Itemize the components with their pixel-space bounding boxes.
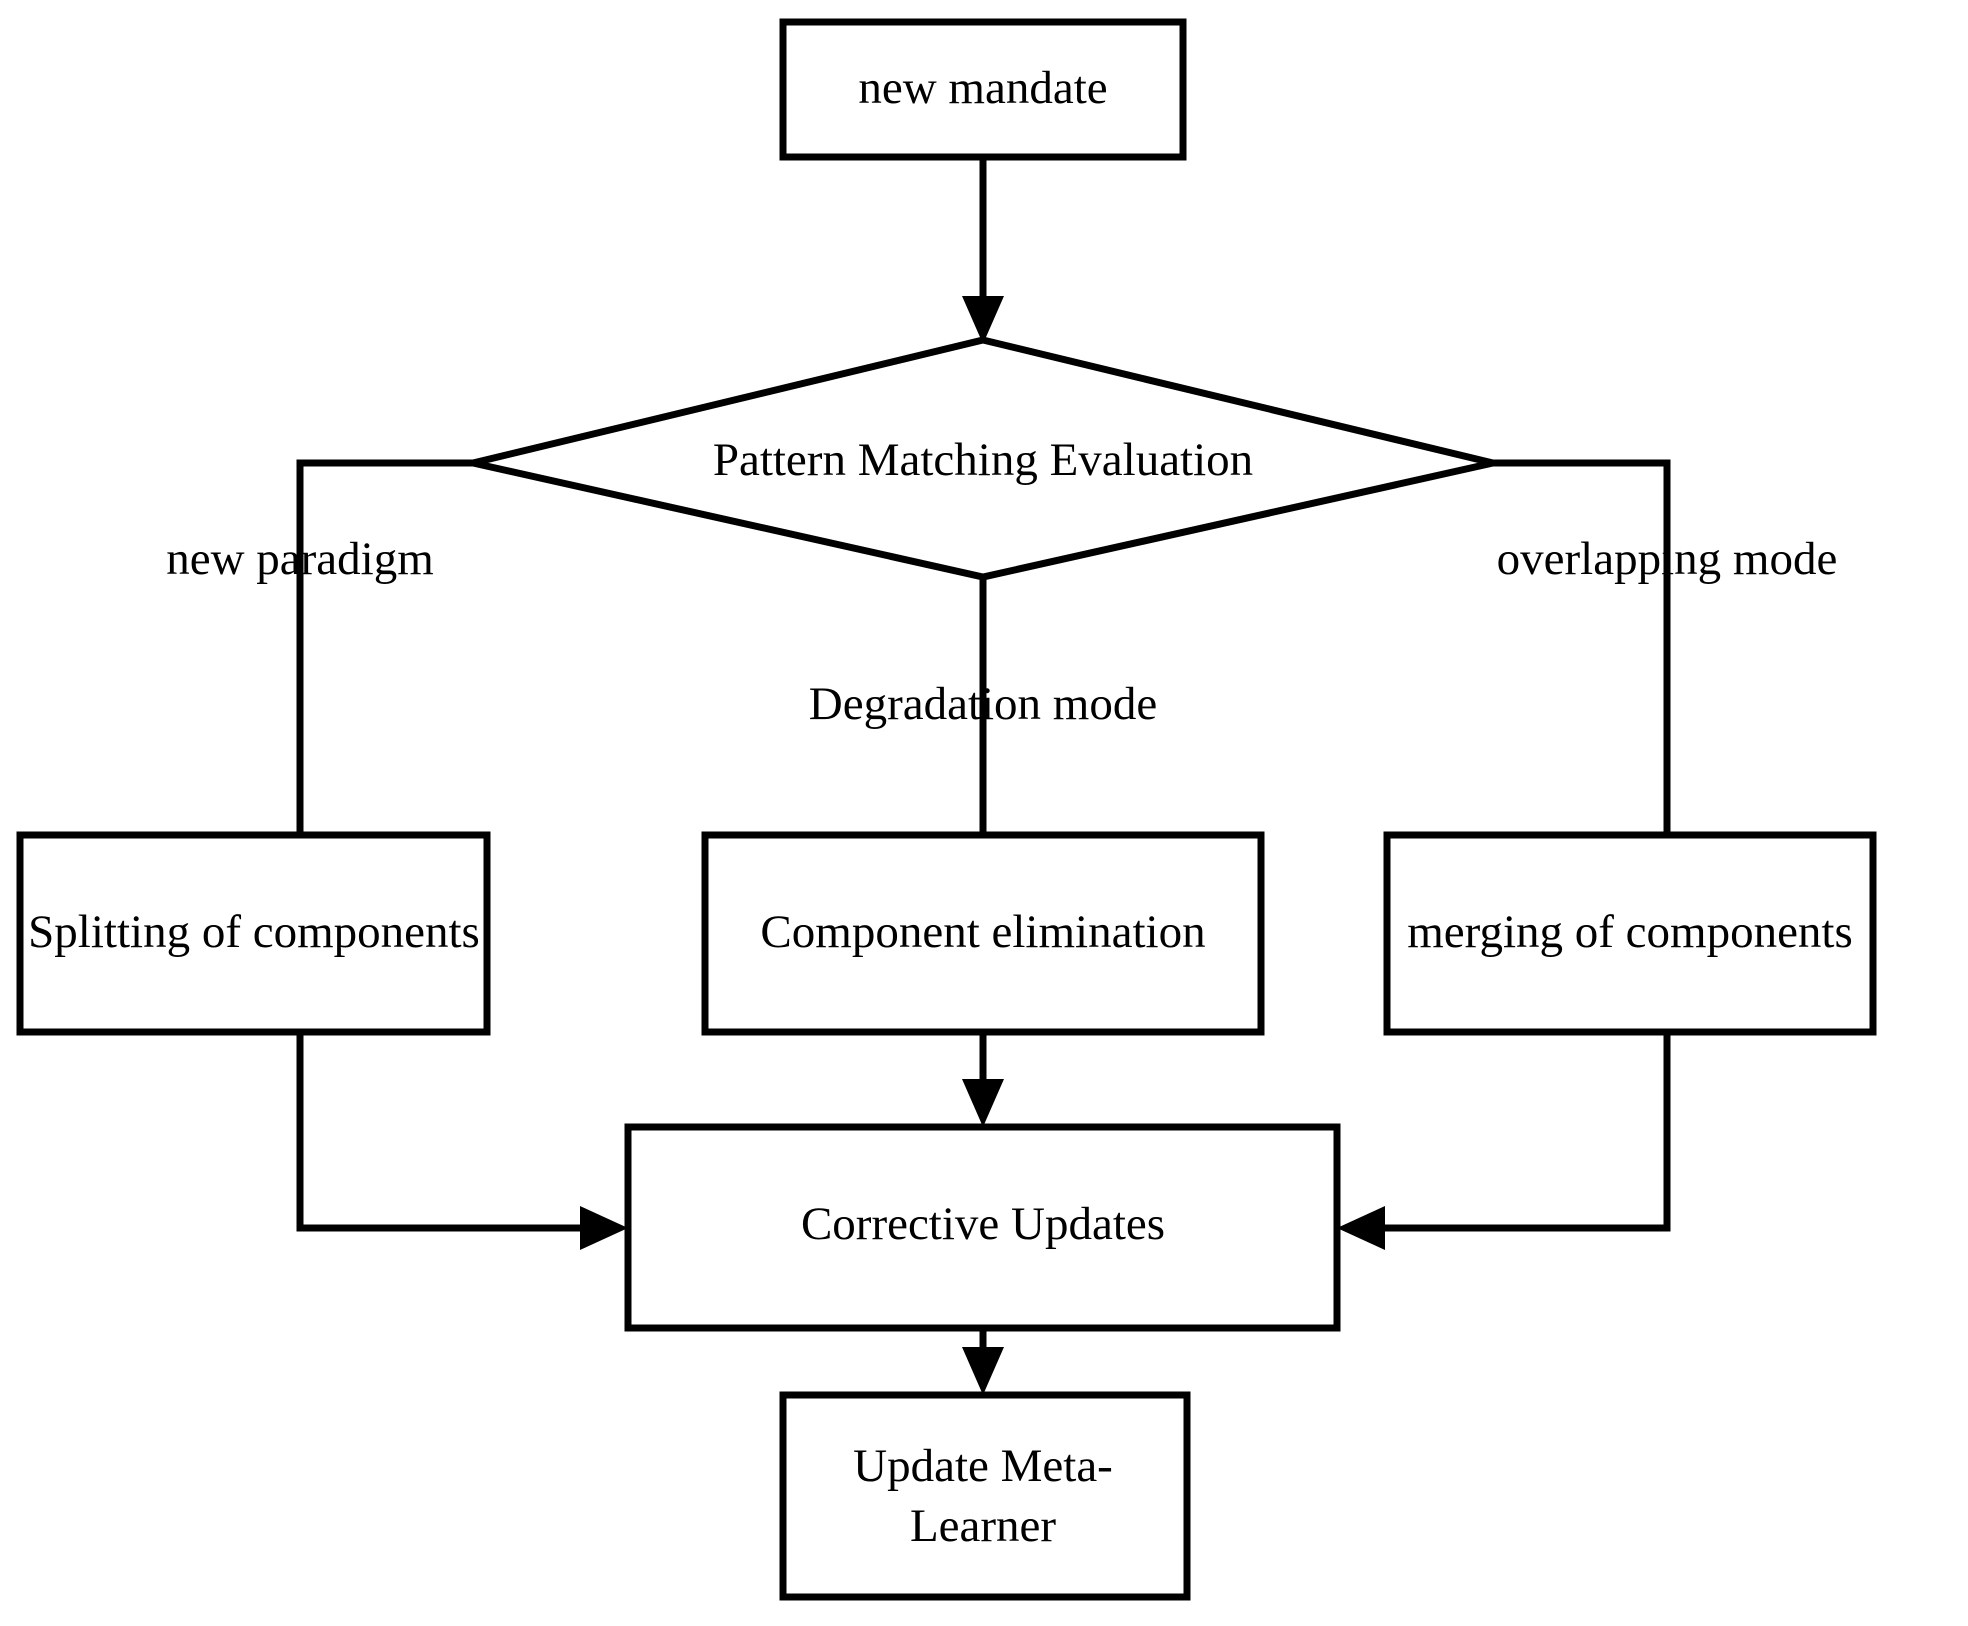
node-pattern-matching-evaluation[interactable]: Pattern Matching Evaluation <box>472 336 1494 581</box>
node-update-meta-learner-label-line1: Update Meta- <box>853 1440 1113 1492</box>
node-corrective-updates-box[interactable] <box>624 1123 1341 1332</box>
node-new-mandate-box[interactable] <box>779 18 1187 161</box>
node-update-meta-learner[interactable]: Update Meta- Learner <box>779 1391 1191 1601</box>
node-corrective-updates-label: Corrective Updates <box>801 1198 1165 1250</box>
node-component-elimination-box[interactable] <box>701 831 1265 1036</box>
edge-label-overlapping-mode: overlapping mode <box>1497 533 1838 585</box>
node-update-meta-learner-box[interactable] <box>779 1391 1191 1601</box>
node-merging-of-components[interactable]: merging of components <box>1383 831 1877 1036</box>
node-pattern-matching-evaluation-label: Pattern Matching Evaluation <box>713 434 1253 486</box>
node-pattern-matching-evaluation-diamond[interactable] <box>472 336 1494 581</box>
node-new-mandate[interactable]: new mandate <box>779 18 1187 161</box>
node-new-mandate-label: new mandate <box>858 62 1107 114</box>
node-splitting-of-components-box[interactable] <box>16 831 491 1036</box>
node-merging-of-components-label: merging of components <box>1407 906 1853 958</box>
node-merging-of-components-box[interactable] <box>1383 831 1877 1036</box>
node-splitting-of-components-label: Splitting of components <box>28 906 480 958</box>
node-component-elimination[interactable]: Component elimination <box>701 831 1265 1036</box>
node-component-elimination-label: Component elimination <box>760 906 1205 958</box>
edge-new-mandate-to-evaluation <box>962 157 1004 344</box>
arrow-head-icon <box>1337 1206 1385 1250</box>
node-corrective-updates[interactable]: Corrective Updates <box>624 1123 1341 1332</box>
arrow-head-icon <box>962 1347 1004 1395</box>
edge-label-new-paradigm: new paradigm <box>166 533 434 585</box>
arrow-head-icon <box>962 296 1004 344</box>
edge-elimination-to-corrective <box>962 1032 1004 1127</box>
edge-corrective-to-update-meta <box>962 1328 1004 1395</box>
node-splitting-of-components[interactable]: Splitting of components <box>16 831 491 1036</box>
node-update-meta-learner-label-line2: Learner <box>910 1500 1056 1552</box>
arrow-head-icon <box>962 1079 1004 1127</box>
edge-label-degradation-mode: Degradation mode <box>809 678 1157 730</box>
arrow-head-icon <box>580 1206 628 1250</box>
